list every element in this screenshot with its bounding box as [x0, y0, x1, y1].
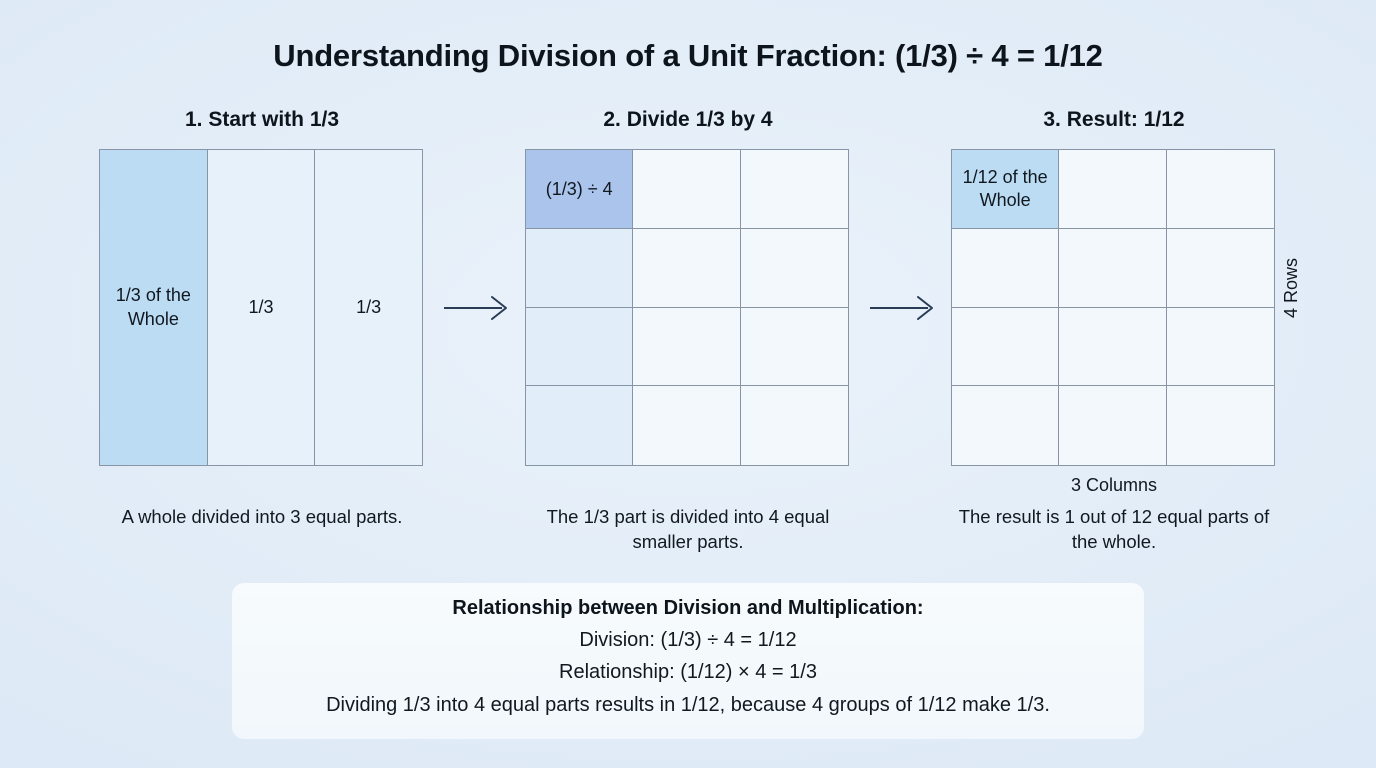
panel-step-2: 2. Divide 1/3 by 4 (1/3) ÷ 4 — [525, 105, 851, 466]
grid-cell — [633, 307, 741, 387]
grid-cell — [952, 228, 1060, 308]
fraction-strip: 1/3 — [207, 150, 316, 465]
panel-heading-step-2: 2. Divide 1/3 by 4 — [603, 108, 773, 131]
grid-cell — [633, 228, 741, 308]
grid-cell — [740, 150, 848, 229]
grid-cell — [1166, 150, 1274, 229]
fraction-bar-thirds: 1/3 of the Whole 1/3 1/3 — [99, 149, 423, 466]
grid-3x4: 1/12 of the Whole — [952, 150, 1274, 465]
summary-box: Relationship between Division and Multip… — [232, 583, 1144, 740]
grid-divided-thirds: (1/3) ÷ 4 — [525, 149, 849, 466]
arrow-right-icon — [442, 292, 514, 324]
grid-cell — [1059, 307, 1167, 387]
grid-cell-tinted — [526, 307, 634, 387]
grid-3x4: (1/3) ÷ 4 — [526, 150, 848, 465]
grid-cell — [633, 150, 741, 229]
grid-cell — [1166, 228, 1274, 308]
grid-cell — [1059, 150, 1167, 229]
grid-result-twelfths: 1/12 of the Whole — [951, 149, 1275, 466]
panel-caption-step-1: A whole divided into 3 equal parts. — [121, 506, 403, 527]
panel-caption-step-2: The 1/3 part is divided into 4 equal sma… — [546, 506, 830, 552]
grid-cell — [740, 228, 848, 308]
grid-cell — [1166, 307, 1274, 387]
panel-heading-step-1: 1. Start with 1/3 — [184, 108, 340, 131]
grid-cell — [1059, 228, 1167, 308]
summary-line-explanation: Dividing 1/3 into 4 equal parts results … — [326, 693, 1050, 716]
grid-cell — [952, 386, 1060, 465]
columns-axis-label: 3 Columns — [1070, 475, 1158, 495]
arrow-right-icon — [868, 292, 940, 324]
grid-cell — [1059, 386, 1167, 465]
panel-heading-step-3: 3. Result: 1/12 — [1043, 108, 1185, 131]
summary-heading: Relationship between Division and Multip… — [452, 597, 924, 619]
grid-cell-highlighted: (1/3) ÷ 4 — [526, 150, 634, 229]
grid-cell — [633, 386, 741, 465]
grid-cell — [740, 307, 848, 387]
summary-line-relationship: Relationship: (1/12) × 4 = 1/3 — [559, 661, 817, 684]
panel-step-3: 3. Result: 1/12 1/12 of the Whole — [951, 105, 1277, 466]
panel-caption-step-3: The result is 1 out of 12 equal parts of… — [958, 506, 1270, 552]
rows-axis-label: 4 Rows — [1281, 258, 1301, 319]
grid-cell — [740, 386, 848, 465]
page-title: Understanding Division of a Unit Fractio… — [273, 38, 1103, 73]
fraction-strip: 1/3 — [315, 150, 422, 465]
grid-cell-highlighted: 1/12 of the Whole — [952, 150, 1060, 229]
grid-cell — [1166, 386, 1274, 465]
fraction-strip-highlighted: 1/3 of the Whole — [100, 150, 208, 465]
grid-cell-tinted — [526, 386, 634, 465]
grid-cell-tinted — [526, 228, 634, 308]
panel-step-1: 1. Start with 1/3 1/3 of the Whole 1/3 1… — [99, 105, 425, 466]
grid-cell — [952, 307, 1060, 387]
summary-line-division: Division: (1/3) ÷ 4 = 1/12 — [579, 629, 797, 651]
